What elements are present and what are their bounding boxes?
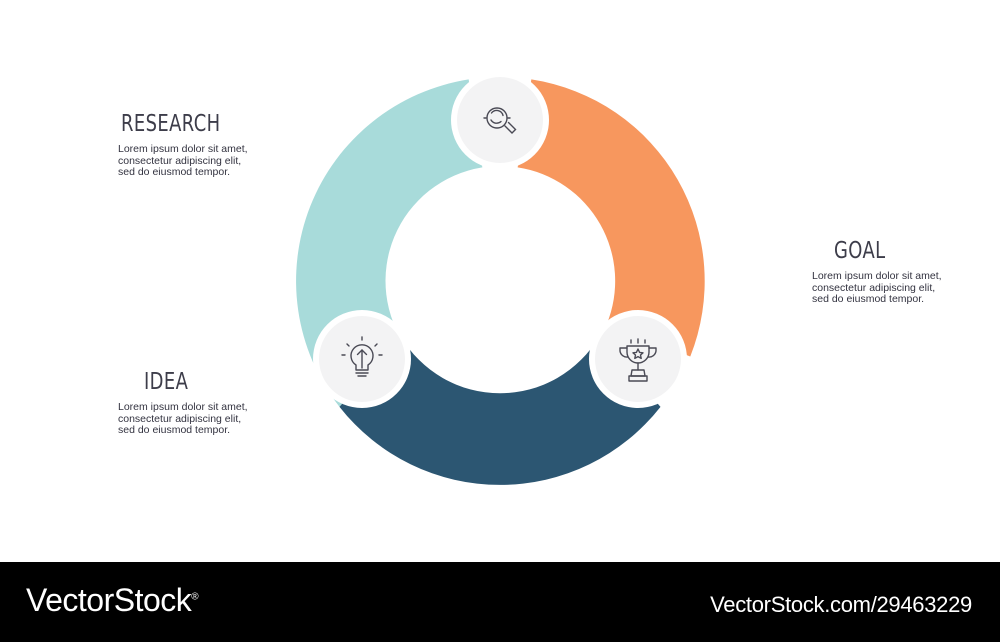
brand-name: VectorStock — [26, 582, 192, 618]
research-text-block: RESEARCH Lorem ipsum dolor sit amet, con… — [118, 110, 249, 179]
cycle-diagram — [296, 71, 705, 485]
registered-mark: ® — [191, 591, 199, 603]
goal-description: Lorem ipsum dolor sit amet, consectetur … — [812, 270, 942, 305]
idea-node — [313, 310, 411, 408]
idea-description: Lorem ipsum dolor sit amet, consectetur … — [118, 401, 248, 436]
goal-node — [589, 310, 687, 408]
segment-idea — [339, 336, 661, 485]
lightbulb-icon — [341, 336, 383, 377]
research-description: Lorem ipsum dolor sit amet, consectetur … — [118, 143, 248, 178]
idea-title: IDEA — [144, 369, 189, 395]
segment-goal — [517, 79, 705, 357]
watermark-footer: VectorStock® VectorStock.com/29463229 — [0, 562, 1000, 642]
research-node — [451, 71, 549, 169]
trophy-icon — [619, 338, 657, 382]
goal-text-block: GOAL Lorem ipsum dolor sit amet, consect… — [812, 237, 942, 306]
image-credit: VectorStock.com/29463229 — [710, 592, 972, 617]
research-title: RESEARCH — [121, 111, 221, 137]
cycle-diagram-svg — [296, 71, 705, 485]
brand-logo: VectorStock® — [26, 582, 199, 619]
idea-text-block: IDEA Lorem ipsum dolor sit amet, consect… — [118, 368, 248, 437]
goal-title: GOAL — [834, 238, 886, 264]
magnifier-icon — [483, 107, 517, 134]
